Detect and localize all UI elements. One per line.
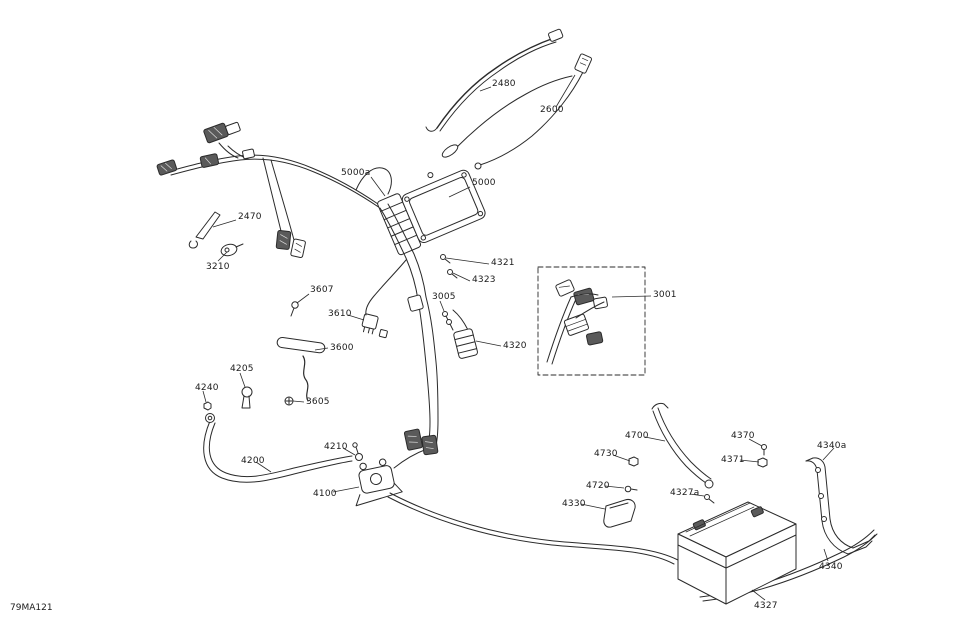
part-label-2470: 2470 — [238, 212, 262, 222]
fastener-4720 — [624, 485, 638, 493]
leader-line-4240 — [202, 390, 207, 403]
part-label-4330: 4330 — [562, 499, 586, 509]
leader-line-4730 — [612, 454, 631, 462]
battery-4327 — [677, 501, 797, 605]
leader-line-4720 — [604, 485, 625, 489]
part-label-4321: 4321 — [491, 258, 515, 268]
screws-small — [440, 254, 458, 331]
connector-3210 — [220, 243, 244, 257]
leader-line-3600 — [314, 347, 329, 351]
inset-detail-3001 — [537, 266, 646, 376]
part-label-4320: 4320 — [503, 341, 527, 351]
part-label-2480: 2480 — [492, 79, 516, 89]
leader-line-3210 — [217, 251, 228, 262]
leader-line-4340a — [822, 447, 835, 461]
leader-line-4371 — [739, 459, 760, 463]
leader-line-3001 — [611, 295, 652, 298]
part-label-4700: 4700 — [625, 431, 649, 441]
part-label-3610: 3610 — [328, 309, 352, 319]
part-label-4340a: 4340a — [817, 441, 847, 451]
part-label-4210: 4210 — [324, 442, 348, 452]
part-label-3607: 3607 — [310, 285, 334, 295]
part-label-5000: 5000 — [472, 178, 496, 188]
cable-2480 — [425, 28, 564, 132]
leader-line-4340 — [823, 548, 829, 562]
bolt-3607 — [290, 301, 299, 317]
connector-4320 — [452, 309, 478, 359]
part-label-4730: 4730 — [594, 449, 618, 459]
part-label-3005: 3005 — [432, 292, 456, 302]
part-label-4327: 4327 — [754, 601, 778, 611]
leader-line-3610 — [347, 314, 365, 321]
cable-4700 — [651, 402, 714, 489]
part-label-4370: 4370 — [731, 431, 755, 441]
part-label-3600: 3600 — [330, 343, 354, 353]
fasteners-bracket — [704, 444, 768, 504]
part-label-4371: 4371 — [721, 455, 745, 465]
leader-line-2470 — [212, 219, 237, 228]
leader-line-2480 — [479, 86, 492, 92]
drawing-code: 79MA121 — [10, 603, 53, 613]
part-label-4720: 4720 — [586, 481, 610, 491]
leader-line-2600 — [555, 74, 576, 108]
leader-line-3607 — [296, 293, 310, 304]
cable-4200 — [203, 413, 353, 483]
clamp-4205 — [241, 386, 253, 409]
leader-line-4100 — [332, 486, 360, 493]
terminal-4210 — [352, 442, 363, 461]
part-label-5000a: 5000a — [341, 168, 371, 178]
leader-line-5000a — [370, 176, 386, 197]
bracket-4340 — [805, 457, 876, 555]
nut-4240 — [203, 401, 212, 411]
part-label-4240: 4240 — [195, 383, 219, 393]
part-label-2600: 2600 — [540, 105, 564, 115]
part-label-4327a: 4327a — [670, 488, 700, 498]
leader-line-4321 — [445, 257, 490, 265]
leader-line-4330 — [580, 503, 606, 510]
part-label-4100: 4100 — [313, 489, 337, 499]
solenoid-4100 — [355, 458, 403, 507]
part-label-4323: 4323 — [472, 275, 496, 285]
leader-line-4320 — [475, 340, 502, 347]
leader-line-4370 — [748, 438, 763, 447]
part-label-4205: 4205 — [230, 364, 254, 374]
part-label-3001: 3001 — [653, 290, 677, 300]
cable-lower-arc — [441, 75, 573, 158]
connectors-bottom-center — [403, 428, 439, 456]
connector-3610 — [361, 313, 388, 339]
leader-line-4200 — [255, 461, 272, 473]
boot-4330 — [603, 499, 636, 528]
leader-line-4327a — [689, 493, 705, 497]
harness-connectors — [156, 121, 306, 258]
fastener-4730 — [628, 456, 639, 467]
leader-line-4700 — [644, 436, 666, 442]
leader-line-4210 — [342, 447, 356, 456]
leader-line-3005 — [439, 300, 445, 312]
cable-2600 — [474, 53, 593, 170]
part-label-3210: 3210 — [206, 262, 230, 272]
leader-line-4205 — [239, 372, 246, 388]
leader-line-4323 — [452, 272, 471, 282]
strap-2470 — [188, 211, 221, 249]
part-label-4200: 4200 — [241, 456, 265, 466]
leader-line-4327 — [751, 589, 766, 601]
leader-line-5000 — [448, 186, 471, 198]
harness-center — [365, 203, 439, 469]
part-label-3605: 3605 — [306, 397, 330, 407]
part-label-4340: 4340 — [819, 562, 843, 572]
leader-line-3605 — [292, 400, 305, 403]
